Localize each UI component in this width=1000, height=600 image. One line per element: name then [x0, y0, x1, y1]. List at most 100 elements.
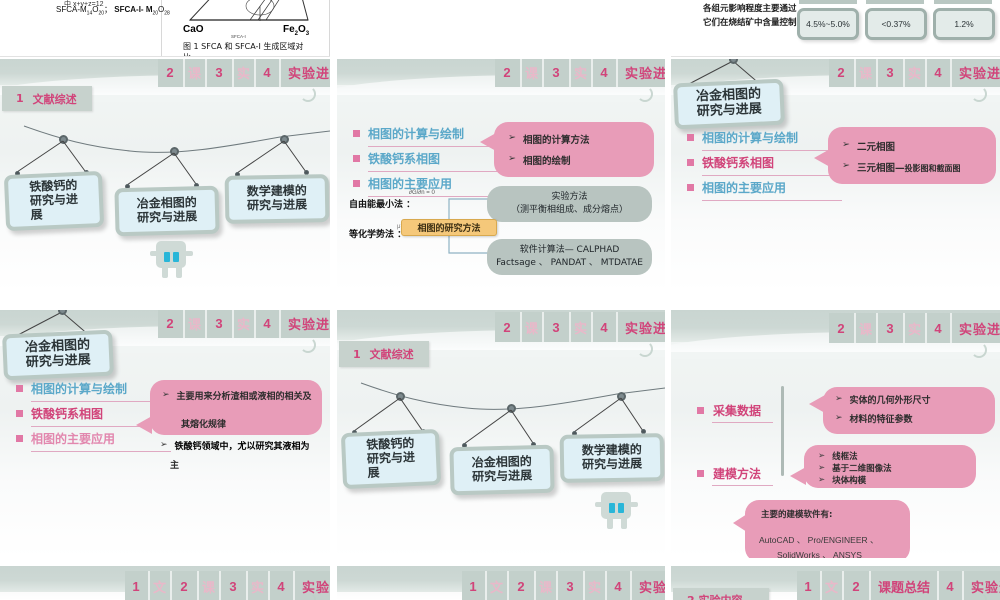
nav-tab-shi[interactable]: 实: [905, 313, 927, 343]
slide-thumbnail-10[interactable]: 1 文 2 课 3 实 4 实验进度: [337, 566, 665, 600]
nav-tab-progress[interactable]: 实验进度: [952, 313, 1000, 343]
nav-tab-summary[interactable]: 课题总结: [871, 571, 940, 600]
nav-tab-wen[interactable]: 文: [487, 571, 509, 600]
nav-tab-ke[interactable]: 课: [522, 312, 544, 342]
nav-tab-ke[interactable]: 课: [522, 59, 544, 87]
slide-thumbnail-1[interactable]: SFCA-M14O20； SFCA-I- M20O28 中 x+y+z=12 C…: [0, 0, 330, 57]
bullet-row-2[interactable]: 铁酸钙系相图: [353, 146, 508, 172]
slide-thumbnail-9[interactable]: 1 文 2 课 3 实 4 实验进度: [0, 566, 330, 600]
callout-bubble-8a[interactable]: ➢ 实体的几何外形尺寸 ➢ 材料的特征参数: [809, 387, 995, 434]
nav-tab-4[interactable]: 4: [927, 313, 952, 343]
sign-board-2[interactable]: 冶金相图的 研究与进展: [114, 185, 220, 237]
bullet-row-1[interactable]: 相图的计算与绘制: [353, 121, 508, 147]
slide-thumbnail-11[interactable]: 2 实验内容 1 文 2 课题总结 4 实验进度: [671, 566, 1000, 600]
slide-nav-5[interactable]: 2 课 3 实 4 实验进度: [829, 59, 1000, 87]
slide-nav-11[interactable]: 1 文 2 课题总结 4 实验进度: [797, 571, 1000, 600]
nav-tab-4[interactable]: 4: [593, 59, 618, 87]
nav-tab-shi[interactable]: 实: [234, 310, 256, 338]
nav-tab-4[interactable]: 4: [593, 312, 618, 342]
nav-tab-progress[interactable]: 实验进度: [281, 59, 330, 87]
sign-board-1[interactable]: 铁酸钙的 研究与进 展: [3, 170, 105, 232]
capsule-experimental[interactable]: 实验方法 （测平衡相组成、成分熔点）: [487, 186, 652, 222]
nav-tab-2[interactable]: 2: [172, 571, 199, 600]
bullet-row-method[interactable]: 建模方法: [697, 465, 774, 486]
nav-tab-3[interactable]: 3: [558, 571, 585, 600]
nav-tab-4[interactable]: 4: [927, 59, 952, 87]
capsule-software[interactable]: 软件计算法— CALPHAD Factsage 、 PANDAT 、 MTDAT…: [487, 239, 652, 275]
nav-tab-progress[interactable]: 实验进度: [281, 310, 330, 338]
slide-thumbnail-4[interactable]: 2 课 3 实 4 实验进度 相图的计算与绘制 铁酸钙系相图 相图的主要应用: [337, 59, 665, 292]
slide-thumbnail-2[interactable]: 2 课 3 实 4 实验进度 1 文献综述: [0, 59, 330, 292]
callout-bubble-6[interactable]: ➢ 主要用来分析渣相或液相的相关及 其熔化规律: [136, 380, 322, 435]
slide-nav-10[interactable]: 1 文 2 课 3 实 4 实验进度: [462, 571, 665, 600]
callout-bubble-4[interactable]: ➢ 相图的计算方法 ➢ 相图的绘制: [480, 122, 654, 177]
slide-nav-2[interactable]: 2 课 3 实 4 实验进度: [158, 59, 330, 87]
nav-tab-ke[interactable]: 课: [199, 571, 221, 600]
nav-tab-ke[interactable]: 课: [185, 310, 207, 338]
nav-tab-4[interactable]: 4: [256, 59, 281, 87]
slide-nav-9[interactable]: 1 文 2 课 3 实 4 实验进度: [125, 571, 330, 600]
nav-tab-shi[interactable]: 实: [571, 59, 593, 87]
slide-thumbnail-3[interactable]: 各组元影响程度主要通过 它们在烧结矿中含量控制 4.5%~5.0% <0.37%…: [671, 0, 1000, 57]
nav-tab-progress[interactable]: 实验进度: [618, 59, 665, 87]
bullet-row-collect[interactable]: 采集数据: [697, 402, 774, 423]
callout-bubble-5[interactable]: ➢ 二元相图 ➢ 三元相图—投影图和截面图: [814, 127, 996, 184]
nav-tab-wen[interactable]: 文: [150, 571, 172, 600]
nav-tab-progress[interactable]: 实验进度: [952, 59, 1000, 87]
value-box-1[interactable]: 4.5%~5.0%: [797, 8, 859, 40]
nav-tab-4[interactable]: 4: [270, 571, 295, 600]
sign-board-3[interactable]: 数学建模的 研究与进展: [224, 174, 330, 224]
section-plate-11[interactable]: 2 实验内容: [673, 588, 769, 600]
slide-thumbnail-5[interactable]: 2 课 3 实 4 实验进度 冶金相图的 研究与进展 相图的计算与绘制: [671, 59, 1000, 292]
bullet-row-2[interactable]: 铁酸钙系相图: [16, 401, 171, 427]
nav-tab-2[interactable]: 2: [495, 312, 522, 342]
nav-tab-2[interactable]: 2: [829, 59, 856, 87]
value-box-2[interactable]: <0.37%: [865, 8, 927, 40]
nav-tab-2[interactable]: 2: [495, 59, 522, 87]
nav-tab-ke[interactable]: 课: [856, 313, 878, 343]
slide-thumbnail-6[interactable]: 2 课 3 实 4 实验进度 冶金相图的 研究与进展 相图的计算与绘制: [0, 310, 330, 558]
nav-tab-1[interactable]: 1: [125, 571, 150, 600]
nav-tab-shi[interactable]: 实: [234, 59, 256, 87]
mindmap-center-node[interactable]: 相图的研究方法: [401, 219, 497, 236]
nav-tab-ke[interactable]: 课: [185, 59, 207, 87]
nav-tab-4[interactable]: 4: [607, 571, 632, 600]
slide-nav-7[interactable]: 2 课 3 实 4 实验进度: [495, 312, 665, 342]
sign-board-2[interactable]: 冶金相图的 研究与进展: [449, 444, 555, 496]
slide-nav-4[interactable]: 2 课 3 实 4 实验进度: [495, 59, 665, 87]
nav-tab-3[interactable]: 3: [878, 59, 905, 87]
section-plate-2[interactable]: 1 文献综述: [2, 86, 92, 111]
bullet-row-1[interactable]: 相图的计算与绘制: [687, 125, 842, 151]
nav-tab-progress[interactable]: 实验进度: [618, 312, 665, 342]
callout-bubble-8c[interactable]: 主要的建模软件有: AutoCAD 、 Pro/ENGINEER 、 Solid…: [733, 500, 910, 558]
nav-tab-4[interactable]: 4: [939, 571, 965, 600]
nav-tab-ke[interactable]: 课: [536, 571, 558, 600]
bullet-row-2[interactable]: 铁酸钙系相图: [687, 150, 842, 176]
section-plate-7[interactable]: 1 文献综述: [339, 341, 429, 367]
slide-nav-6[interactable]: 2 课 3 实 4 实验进度: [158, 310, 330, 338]
slide-thumbnail-8[interactable]: 2 课 3 实 4 实验进度 采集数据 建模方法 ➢ 实体的几何外形尺寸: [671, 310, 1000, 558]
nav-tab-2[interactable]: 2: [829, 313, 856, 343]
nav-tab-shi[interactable]: 实: [905, 59, 927, 87]
nav-tab-3[interactable]: 3: [544, 59, 571, 87]
nav-tab-1[interactable]: 1: [462, 571, 487, 600]
sign-board-title-5[interactable]: 冶金相图的 研究与进展: [673, 78, 785, 130]
nav-tab-2[interactable]: 2: [509, 571, 536, 600]
value-box-3[interactable]: 1.2%: [933, 8, 995, 40]
nav-tab-2[interactable]: 2: [844, 571, 871, 600]
sign-board-title-6[interactable]: 冶金相图的 研究与进展: [2, 329, 114, 381]
nav-tab-wen[interactable]: 文: [822, 571, 844, 600]
nav-tab-3[interactable]: 3: [221, 571, 248, 600]
nav-tab-3[interactable]: 3: [878, 313, 905, 343]
bullet-row-3[interactable]: 相图的主要应用: [687, 175, 842, 201]
nav-tab-3[interactable]: 3: [207, 59, 234, 87]
nav-tab-shi[interactable]: 实: [585, 571, 607, 600]
slide-nav-8[interactable]: 2 课 3 实 4 实验进度: [829, 313, 1000, 343]
nav-tab-shi[interactable]: 实: [248, 571, 270, 600]
nav-tab-ke[interactable]: 课: [856, 59, 878, 87]
nav-tab-1[interactable]: 1: [797, 571, 822, 600]
nav-tab-shi[interactable]: 实: [571, 312, 593, 342]
callout-bubble-8b[interactable]: ➢ 线框法 ➢ 基于二维图像法 ➢ 块体构模: [790, 445, 976, 488]
nav-tab-2[interactable]: 2: [158, 59, 185, 87]
sign-board-3[interactable]: 数学建模的 研究与进展: [559, 433, 665, 483]
